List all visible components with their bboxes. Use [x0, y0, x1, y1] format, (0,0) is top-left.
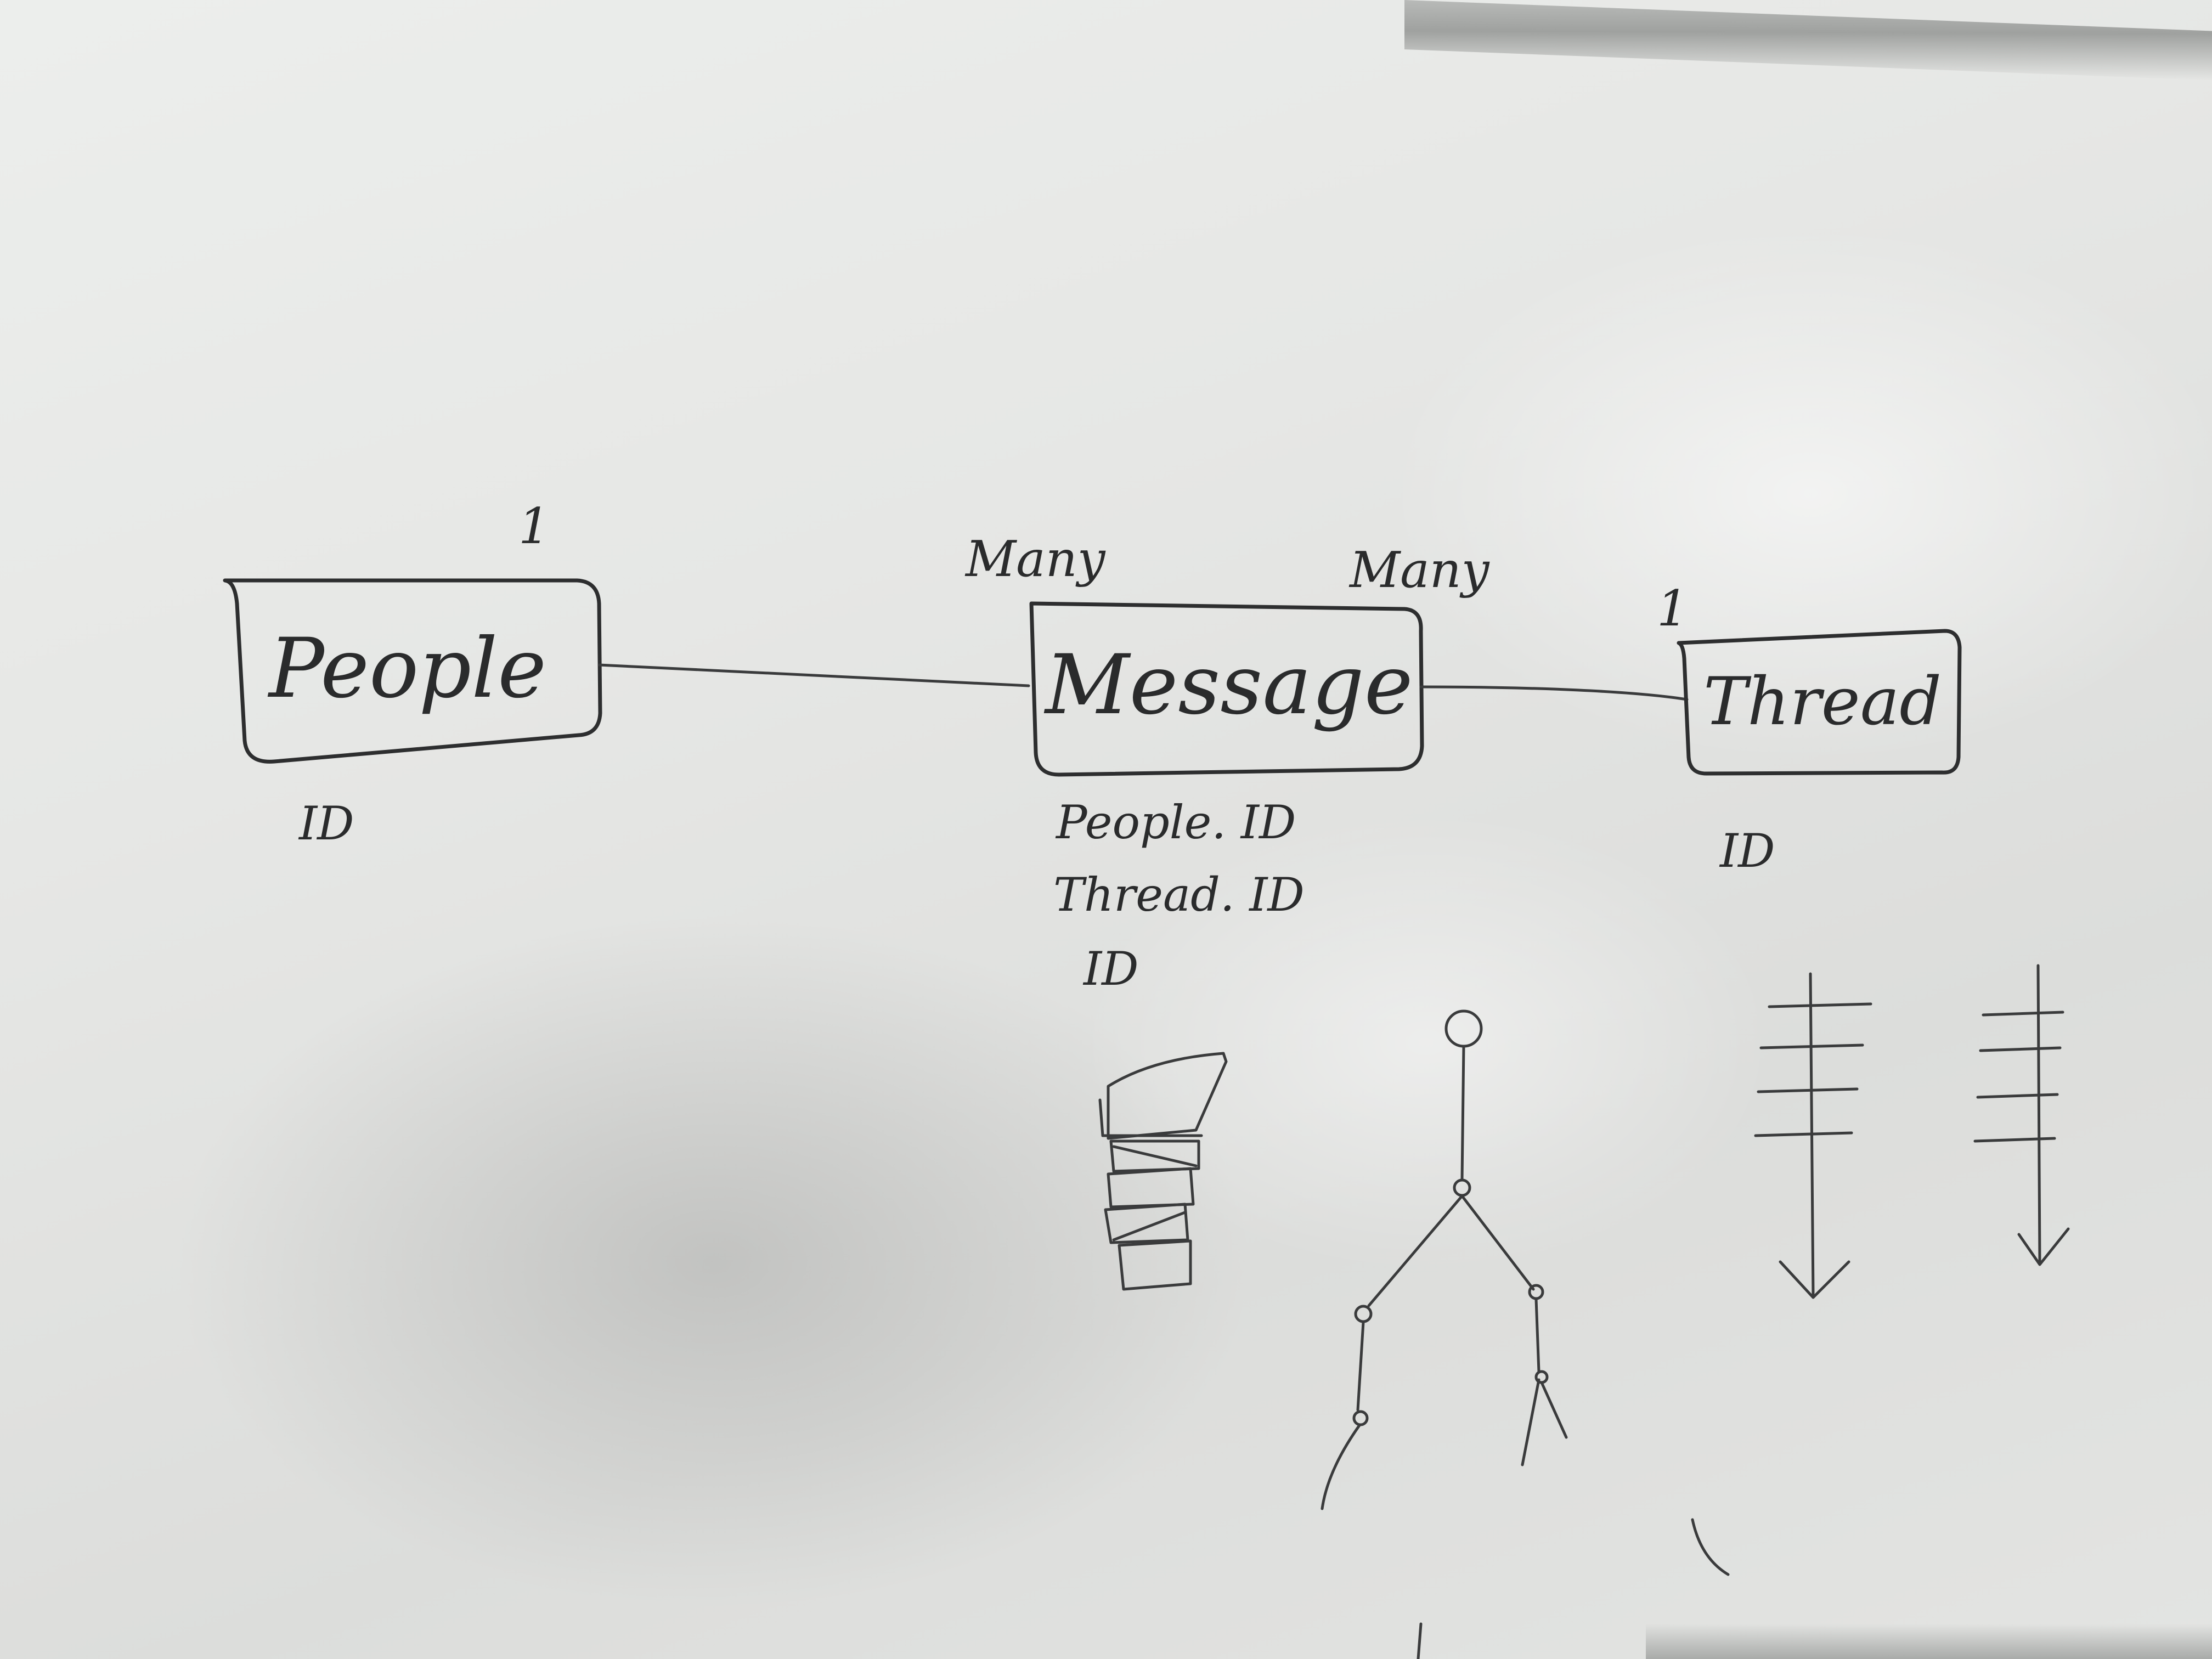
entity-people: People ID 1	[223, 498, 602, 850]
entity-message: Message Many Many People. ID Thread. ID …	[964, 531, 1490, 996]
sketch-down-arrow-icon	[1754, 972, 1872, 1299]
entity-thread: Thread ID 1	[1657, 580, 1962, 878]
stray-mark	[1417, 1622, 1423, 1659]
entity-message-attr-thread-id: Thread. ID	[1053, 868, 1305, 922]
sketch-down-arrow-small-icon	[1973, 964, 2070, 1266]
whiteboard-frame-bottom	[1646, 1624, 2212, 1659]
sketch-stacked-blocks-icon	[1098, 1052, 1228, 1291]
sketch-stick-figure-icon	[1321, 1009, 1568, 1510]
relation-line-message-thread	[1419, 685, 1689, 701]
stray-mark	[1691, 1518, 1730, 1576]
card-people-1: 1	[518, 498, 550, 555]
entity-people-id: ID	[298, 797, 354, 850]
entity-message-attr-id: ID	[1082, 942, 1139, 996]
card-message-many-left: Many	[964, 531, 1106, 588]
entity-message-attr-people-id: People. ID	[1055, 795, 1296, 849]
card-message-many-right: Many	[1348, 541, 1490, 599]
entity-thread-label: Thread	[1703, 664, 1942, 740]
entity-people-box	[223, 578, 602, 764]
entity-thread-id: ID	[1719, 824, 1775, 878]
entity-message-label: Message	[1043, 637, 1413, 733]
card-thread-1: 1	[1657, 580, 1688, 637]
entity-people-label: People	[267, 621, 546, 716]
entity-thread-box	[1677, 629, 1962, 776]
entity-message-box	[1029, 601, 1424, 777]
relation-line-people-message	[597, 663, 1030, 687]
